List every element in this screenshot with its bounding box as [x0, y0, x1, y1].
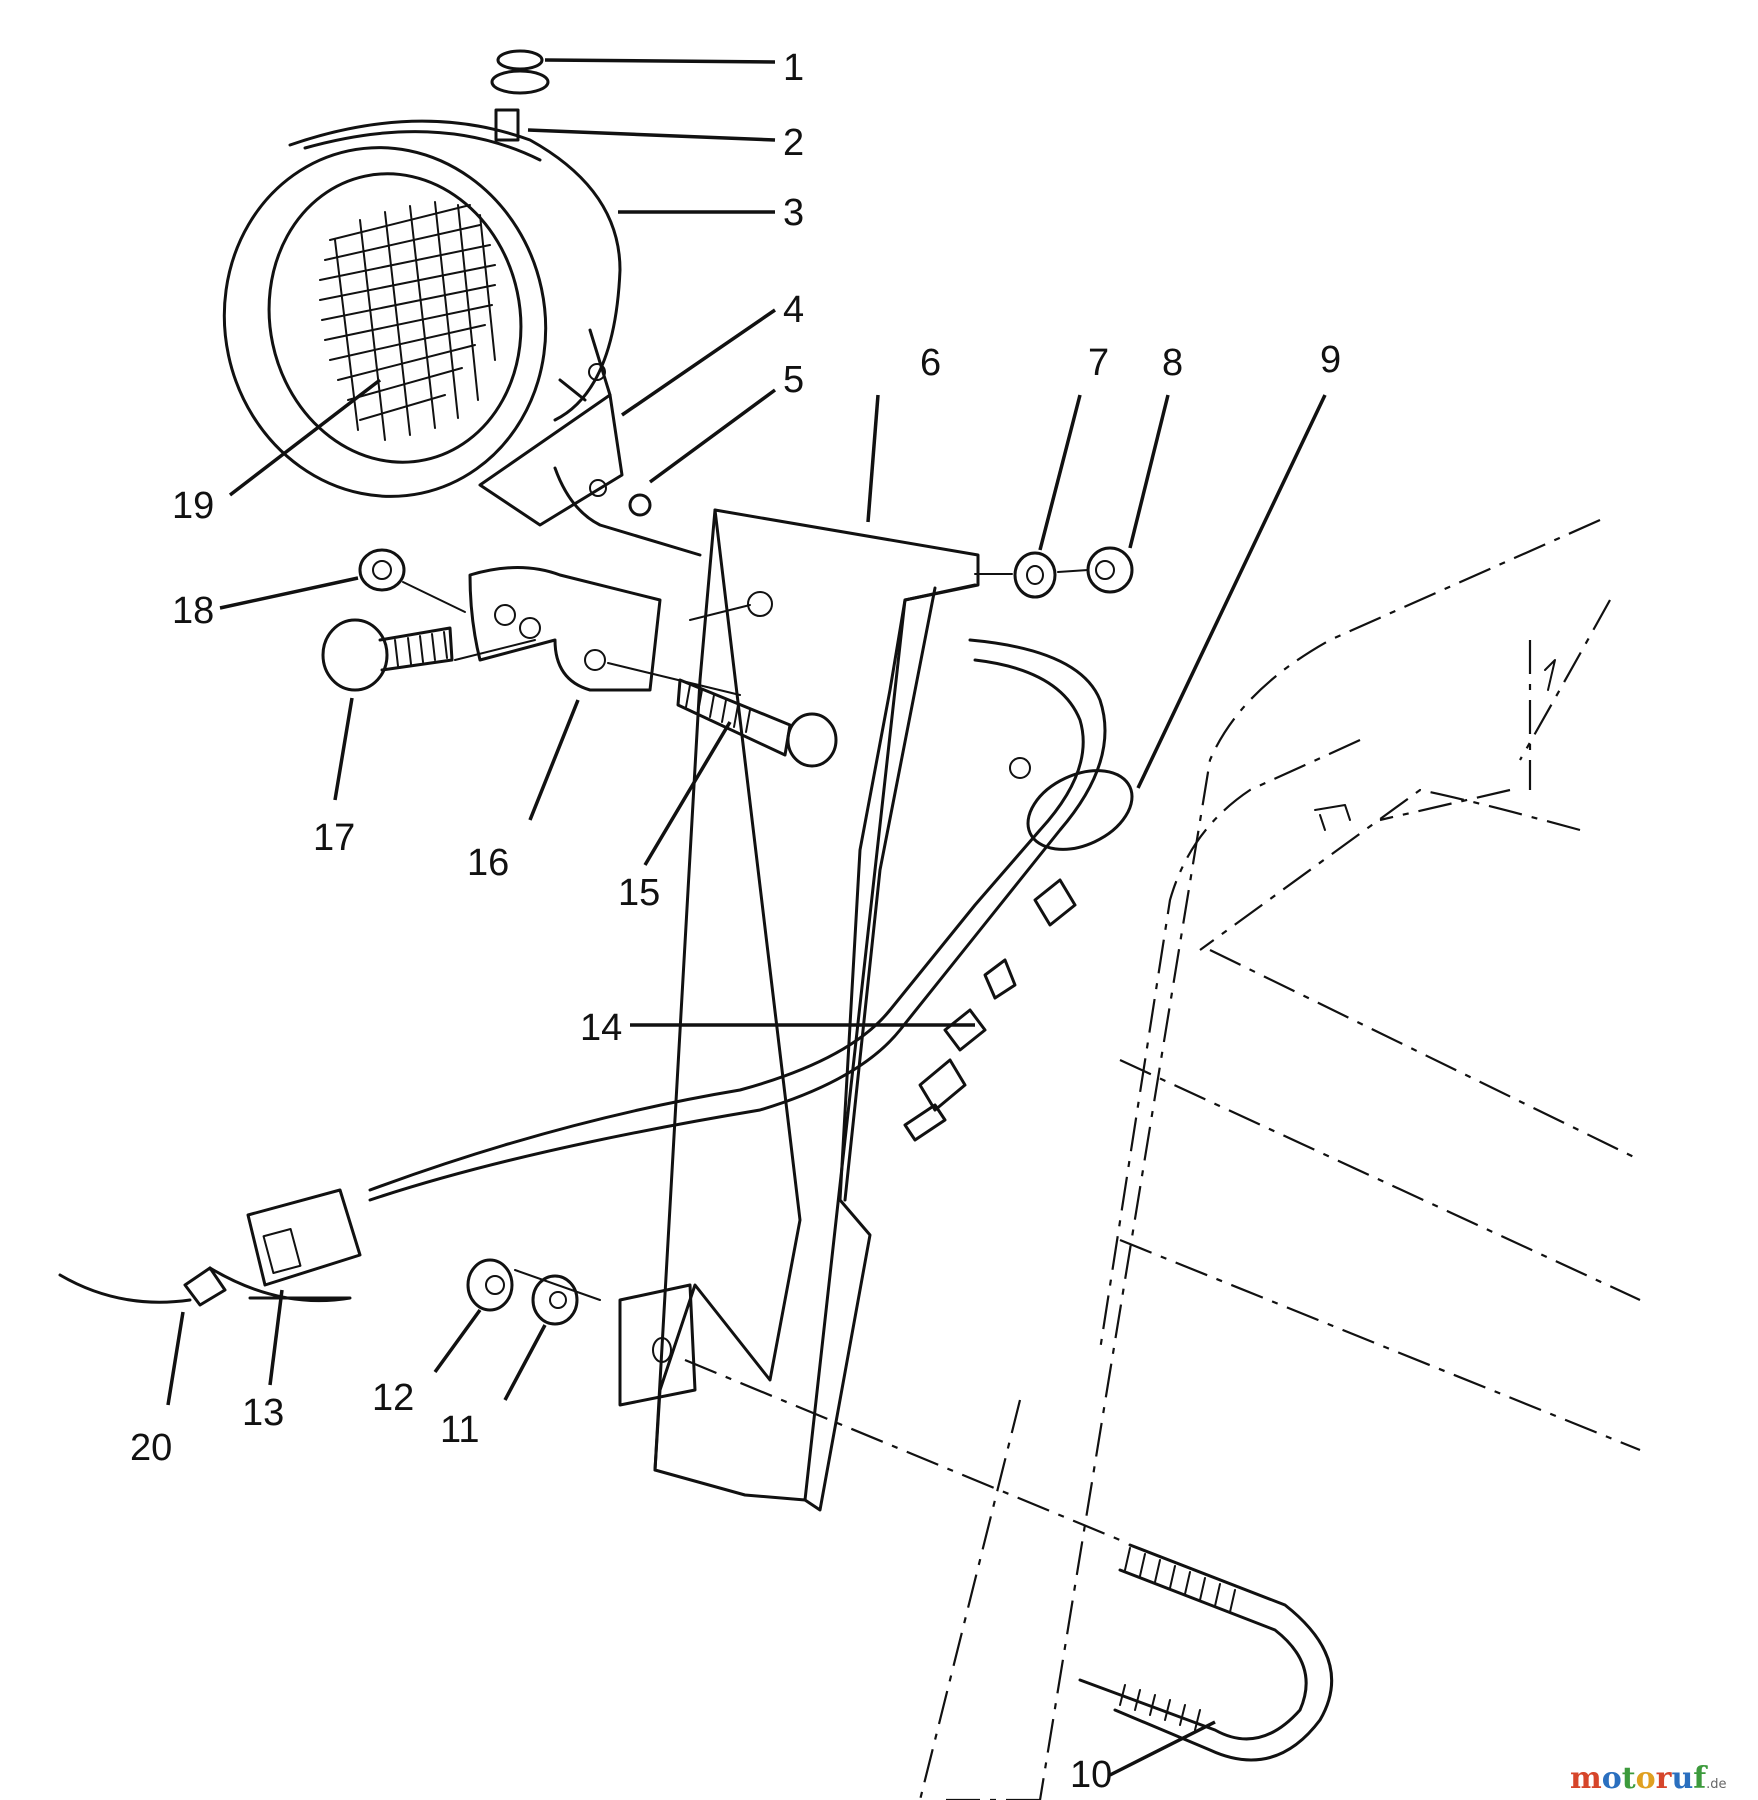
bolt-15: [676, 678, 838, 768]
connector-13: [246, 1188, 362, 1287]
headlight-housing: [222, 119, 622, 498]
callout-16: 16: [467, 842, 509, 884]
callout-14: 14: [580, 1007, 622, 1049]
callout-4: 4: [783, 289, 804, 331]
lockwasher-7: [1013, 551, 1057, 599]
callout-17: 17: [313, 817, 355, 859]
watermark-text: motoruf: [1570, 1761, 1708, 1796]
callout-8: 8: [1162, 342, 1183, 384]
callout-11: 11: [440, 1409, 479, 1451]
callout-1: 1: [783, 47, 804, 89]
nut-8: [1086, 546, 1134, 594]
callout-9: 9: [1320, 339, 1341, 381]
watermark-suffix: .de: [1706, 1777, 1726, 1792]
svg-text:motoruf.de: motoruf.de: [1570, 1761, 1727, 1796]
callout-19: 19: [172, 485, 214, 527]
callout-13: 13: [242, 1392, 284, 1434]
carriage-bolt-17: [321, 618, 454, 692]
main-bracket: [618, 508, 980, 1512]
wiring-harness: [58, 638, 1134, 1304]
connector-20: [183, 1266, 227, 1307]
callout-20: 20: [130, 1427, 172, 1469]
callout-12: 12: [372, 1377, 414, 1419]
callout-3: 3: [783, 192, 804, 234]
callout-2: 2: [783, 122, 804, 164]
nut-12: [466, 1258, 514, 1312]
leader-lines: [166, 58, 1327, 1777]
callout-18: 18: [172, 590, 214, 632]
adjuster-knob: [490, 49, 550, 142]
callout-15: 15: [618, 872, 660, 914]
nut-18: [358, 548, 406, 592]
housing-outline: [918, 518, 1641, 1800]
headlight-mount-bracket: [478, 328, 702, 557]
callout-6: 6: [920, 342, 941, 384]
callout-labels: 1 2 3 4 5 6 7 8 9 10 11 12 13 14 15 16 1…: [130, 47, 1341, 1796]
callout-10: 10: [1070, 1754, 1112, 1796]
callout-5: 5: [783, 359, 804, 401]
mount-plate-16: [468, 566, 662, 692]
washer-11: [531, 1274, 579, 1326]
watermark-logo: motoruf.de: [1570, 1761, 1727, 1796]
callout-7: 7: [1088, 342, 1109, 384]
washer-5: [628, 493, 652, 517]
alignment-lines: [402, 569, 1121, 1542]
u-bolt-10: [1078, 1543, 1334, 1762]
